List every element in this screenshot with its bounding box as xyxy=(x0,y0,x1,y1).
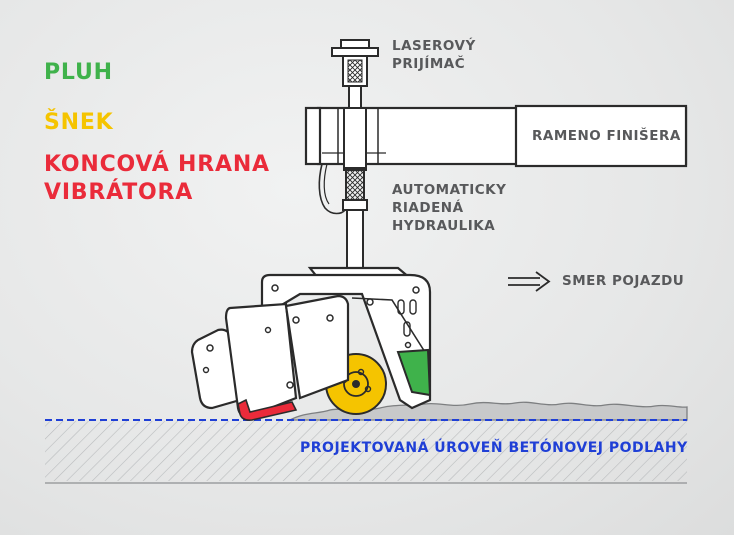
legend-auger: ŠNEK xyxy=(44,110,114,135)
double-arrow-right-icon xyxy=(508,271,551,292)
hydraulic-cylinder xyxy=(318,163,368,269)
plow-blade xyxy=(396,348,432,397)
hydraulics-label-line1: AUTOMATICKY xyxy=(392,182,507,198)
floor-level-label: PROJEKTOVANÁ ÚROVEŇ BETÓNOVEJ PODLAHY xyxy=(300,440,688,456)
ground-slab xyxy=(45,421,687,484)
finisher-arm-label: RAMENO FINIŠERA xyxy=(532,128,681,144)
legend-plow: PLUH xyxy=(44,60,113,85)
legend-vibrator-line1: KONCOVÁ HRANA xyxy=(44,152,270,177)
legend-vibrator-line2: VIBRÁTORA xyxy=(44,180,194,205)
direction-label: SMER POJAZDU xyxy=(562,273,685,289)
laser-receiver-label-line2: PRIJÍMAČ xyxy=(392,56,466,72)
finisher-head xyxy=(260,266,432,410)
laser-receiver xyxy=(331,39,379,171)
vibrator-assembly xyxy=(190,294,350,418)
vibrator-trailing-edge xyxy=(237,398,298,421)
hydraulics-label-line2: RIADENÁ xyxy=(392,200,464,216)
hydraulics-label-line3: HYDRAULIKA xyxy=(392,218,496,234)
finisher-arm xyxy=(304,104,688,168)
laser-receiver-label-line1: LASEROVÝ xyxy=(392,38,476,54)
